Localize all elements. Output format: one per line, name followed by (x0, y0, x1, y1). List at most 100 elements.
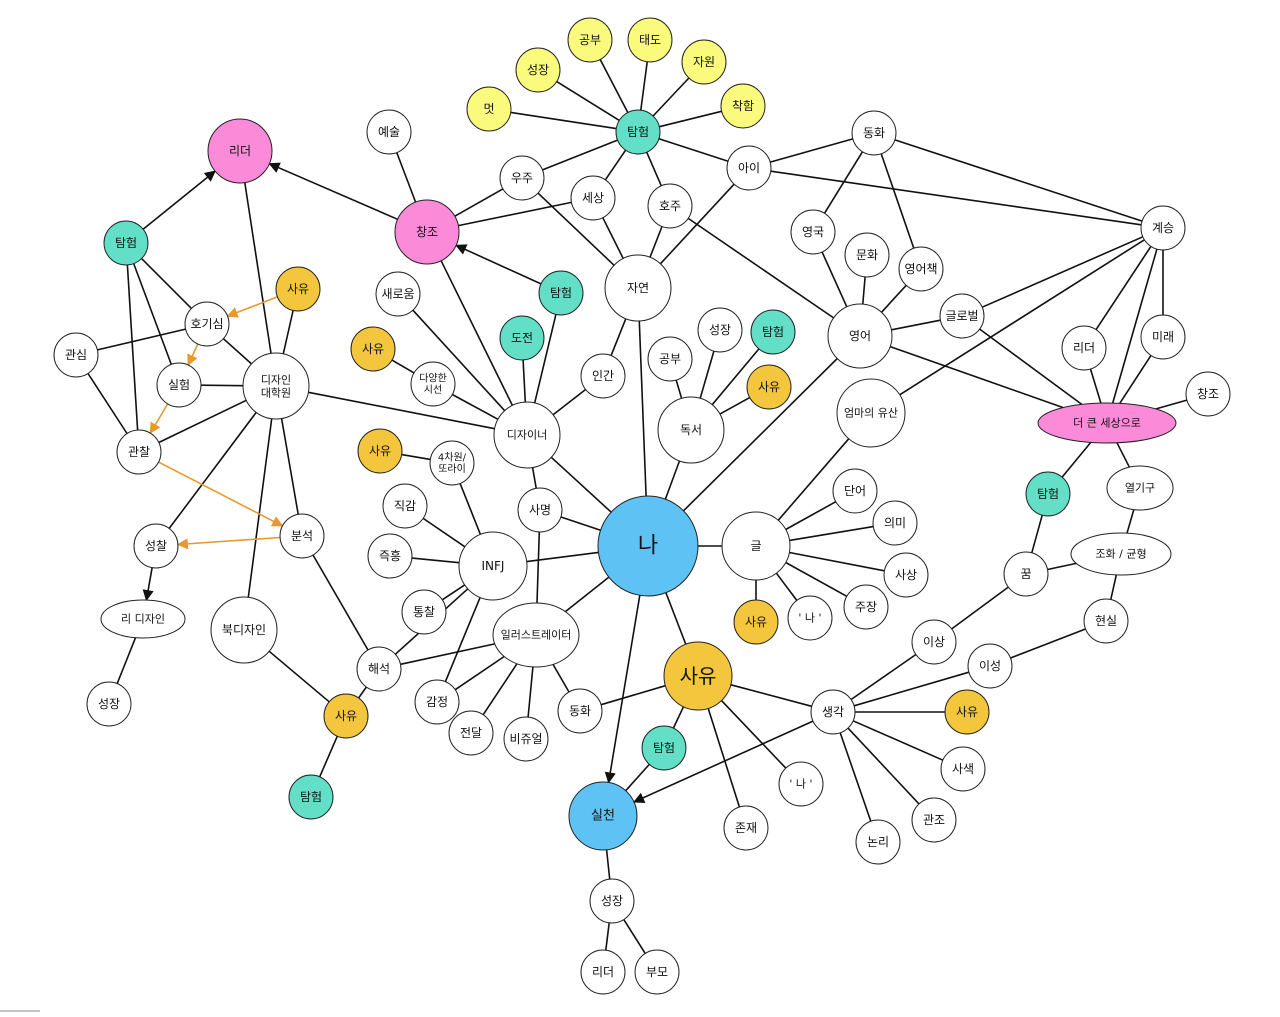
node-n33[interactable]: 도전 (499, 315, 545, 361)
node-n79[interactable]: 리더 (1061, 325, 1107, 371)
node-n44[interactable]: 4차원/또라이 (429, 440, 475, 486)
node-n21[interactable]: 호기심 (184, 301, 230, 347)
node-n88[interactable]: 이상 (911, 619, 957, 665)
node-n82[interactable]: 더 큰 세상으로 (1037, 402, 1177, 444)
node-n93[interactable]: 관조 (911, 797, 957, 843)
node-n52[interactable]: 사유 (323, 693, 369, 739)
node-n09[interactable]: 태도 (627, 17, 673, 63)
node-n64[interactable]: 글 (721, 511, 791, 581)
node-n06[interactable]: 멋 (466, 86, 512, 132)
node-n51[interactable]: 해석 (356, 646, 402, 692)
node-n90[interactable]: 생각 (810, 689, 856, 735)
node-n37[interactable]: 인간 (580, 353, 626, 399)
node-n26[interactable]: 분석 (279, 513, 325, 559)
node-n36[interactable]: 디자이너 (493, 401, 561, 469)
node-n15[interactable]: 아이 (726, 145, 772, 191)
node-n08[interactable]: 공부 (567, 17, 613, 63)
node-n87[interactable]: 현실 (1083, 598, 1129, 644)
node-n89[interactable]: 이성 (967, 643, 1013, 689)
node-label: 북디자인 (222, 623, 266, 637)
node-n14[interactable]: 호주 (647, 183, 693, 229)
node-n34[interactable]: 사유 (350, 326, 396, 372)
node-n29[interactable]: 성장 (86, 681, 132, 727)
node-n75[interactable]: 문화 (844, 232, 890, 278)
node-n10[interactable]: 자원 (681, 39, 727, 85)
node-n58[interactable]: 탐험 (641, 725, 687, 771)
node-n05[interactable]: 탐험 (615, 109, 661, 155)
node-n18[interactable]: 리더 (207, 118, 273, 184)
node-n12[interactable]: 우주 (499, 155, 545, 201)
node-n91[interactable]: 사유 (944, 689, 990, 735)
node-n61[interactable]: 성장 (589, 878, 635, 924)
node-n77[interactable]: 글로벌 (939, 293, 985, 339)
node-n67[interactable]: 사상 (883, 552, 929, 598)
node-n56[interactable]: 비쥬얼 (503, 716, 549, 762)
node-n38[interactable]: 공부 (647, 336, 693, 382)
node-n65[interactable]: 단어 (832, 468, 878, 514)
node-n30[interactable]: 북디자인 (210, 596, 278, 664)
node-n47[interactable]: 즉흥 (367, 533, 413, 579)
node-n45[interactable]: 직감 (382, 483, 428, 529)
node-n86[interactable]: 꿈 (1003, 551, 1049, 597)
node-n57[interactable]: 동화 (557, 688, 603, 734)
node-n54[interactable]: 감정 (414, 679, 460, 725)
node-n62[interactable]: 리더 (580, 949, 626, 995)
node-n42[interactable]: 독서 (657, 396, 725, 464)
node-n43[interactable]: 사유 (357, 428, 403, 474)
edge-n01-n48 (526, 551, 599, 563)
node-n25[interactable]: 관찰 (116, 429, 162, 475)
node-n11[interactable]: 착함 (720, 83, 766, 129)
edge-n64-n68 (785, 561, 848, 598)
node-n32[interactable]: 탐험 (538, 270, 584, 316)
node-n66[interactable]: 의미 (872, 500, 918, 546)
node-n16[interactable]: 예술 (366, 109, 412, 155)
node-n19[interactable]: 탐험 (103, 220, 149, 266)
node-n22[interactable]: 관심 (53, 332, 99, 378)
node-n04[interactable]: 자연 (604, 254, 672, 322)
node-n94[interactable]: 논리 (855, 819, 901, 865)
node-n80[interactable]: 미래 (1140, 314, 1186, 360)
node-n83[interactable]: 탐험 (1025, 471, 1071, 517)
node-n20[interactable]: 사유 (275, 266, 321, 312)
node-n70[interactable]: 사유 (733, 599, 779, 645)
node-n59[interactable]: 존재 (723, 805, 769, 851)
node-n23[interactable]: 실험 (156, 362, 202, 408)
node-n74[interactable]: 영국 (790, 209, 836, 255)
node-n31[interactable]: 새로움 (375, 271, 421, 317)
node-n71[interactable]: 엄마의 유산 (836, 378, 906, 448)
node-n84[interactable]: 열기구 (1106, 465, 1174, 511)
node-n60[interactable]: ' 나 ' (778, 761, 824, 807)
node-n69[interactable]: ' 나 ' (787, 595, 833, 641)
node-n53[interactable]: 탐험 (288, 774, 334, 820)
node-n40[interactable]: 탐험 (750, 309, 796, 355)
node-n78[interactable]: 계승 (1140, 205, 1186, 251)
node-n92[interactable]: 사색 (940, 746, 986, 792)
node-shape (499, 155, 545, 201)
node-n72[interactable]: 영어 (827, 303, 893, 369)
node-n01[interactable]: 나 (597, 495, 699, 597)
node-n76[interactable]: 영어책 (898, 246, 944, 292)
node-n39[interactable]: 성장 (697, 307, 743, 353)
node-n41[interactable]: 사유 (746, 364, 792, 410)
node-n28[interactable]: 리 디자인 (100, 599, 186, 639)
node-n02[interactable]: 사유 (663, 641, 733, 711)
node-n27[interactable]: 성찰 (133, 523, 179, 569)
node-n46[interactable]: 사명 (517, 487, 563, 533)
edge-n78-n77 (981, 236, 1144, 308)
node-n03[interactable]: 실천 (568, 781, 638, 851)
node-n07[interactable]: 성장 (515, 47, 561, 93)
node-n85[interactable]: 조화 / 균형 (1070, 532, 1172, 576)
node-n63[interactable]: 부모 (634, 949, 680, 995)
node-n68[interactable]: 주장 (843, 584, 889, 630)
node-n49[interactable]: 통찰 (401, 589, 447, 635)
node-label: 관조 (923, 813, 945, 827)
node-n73[interactable]: 동화 (851, 110, 897, 156)
node-n55[interactable]: 전달 (448, 710, 494, 756)
node-n13[interactable]: 세상 (570, 175, 616, 221)
node-n17[interactable]: 창조 (394, 199, 460, 265)
node-n81[interactable]: 창조 (1185, 371, 1231, 417)
node-n50[interactable]: 일러스트레이터 (492, 602, 580, 668)
node-n48[interactable]: INFJ (458, 531, 528, 601)
